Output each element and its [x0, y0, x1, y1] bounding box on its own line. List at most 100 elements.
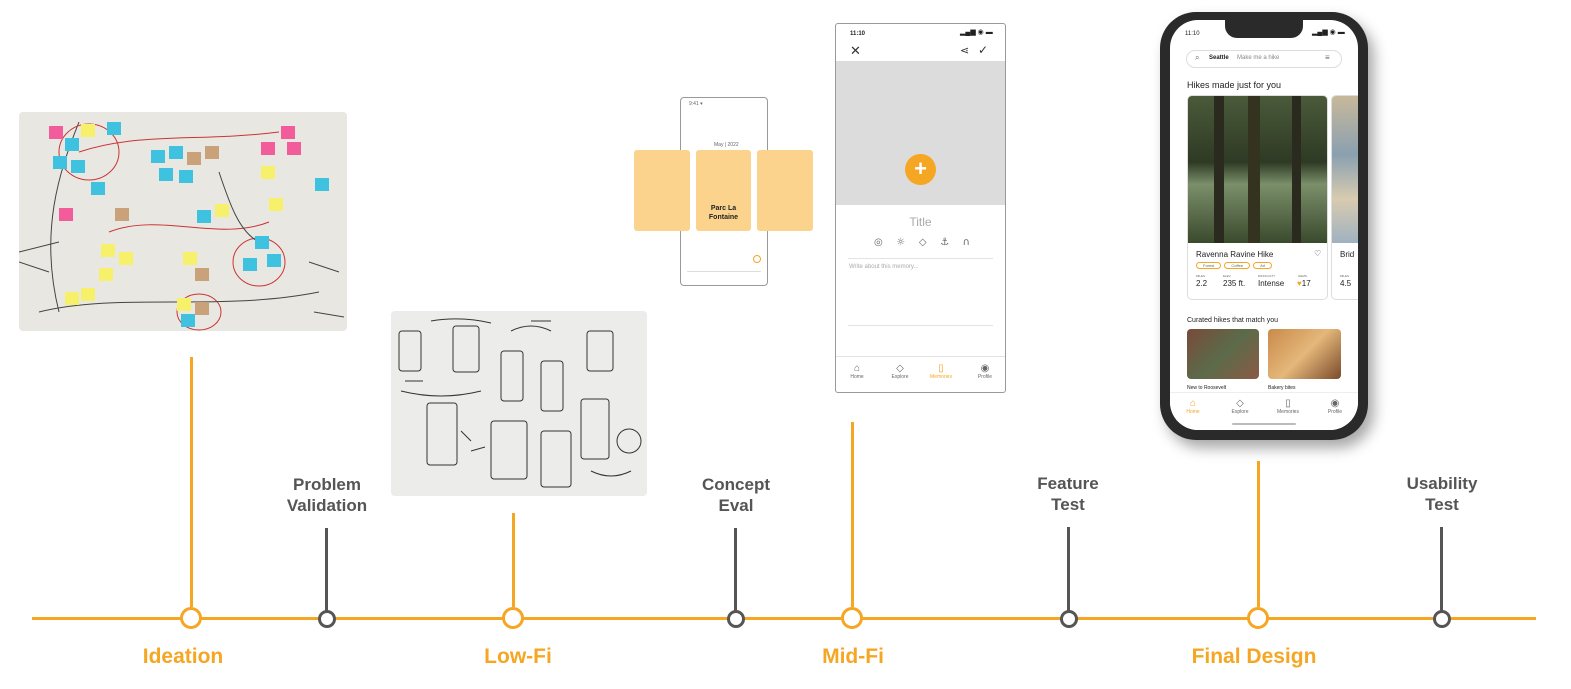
- nav-home[interactable]: ⌂Home: [1182, 398, 1204, 415]
- ideation-node: [180, 607, 202, 629]
- nav-home[interactable]: ⌂Home: [846, 363, 868, 380]
- milestone-line-2: Eval: [718, 496, 754, 515]
- nav-profile[interactable]: ◉Profile: [974, 363, 996, 380]
- usability-test-node: [1433, 610, 1451, 628]
- sticky-note: [53, 156, 67, 169]
- curated-title: Bakery bites: [1268, 385, 1296, 391]
- milestone-label-feature-test: Feature Test: [1008, 473, 1128, 515]
- check-icon[interactable]: ✓: [978, 43, 989, 57]
- feature-test-connector: [1067, 527, 1070, 611]
- curated-card-1[interactable]: [1187, 329, 1259, 379]
- curated-card-2[interactable]: [1268, 329, 1341, 379]
- problem-validation-node: [318, 610, 336, 628]
- sticky-note: [315, 178, 329, 191]
- sticky-note: [59, 208, 73, 221]
- nav-explore[interactable]: ◇Explore: [888, 363, 912, 380]
- nav-label: Home: [1186, 409, 1200, 415]
- milestone-line-1: Problem: [292, 475, 362, 494]
- sticky-note: [179, 170, 193, 183]
- lowfi-connector: [512, 513, 515, 607]
- memory-card-center[interactable]: Parc La Fontaine: [696, 150, 751, 231]
- photo-placeholder[interactable]: +: [836, 61, 1005, 205]
- heart-icon[interactable]: ♡: [1314, 249, 1322, 258]
- milestone-label-concept-eval: Concept Eval: [676, 474, 796, 516]
- signal-icons: ▂▄▆ ◉ ▬: [960, 29, 993, 36]
- usability-test-connector: [1440, 527, 1443, 611]
- nav-explore[interactable]: ◇Explore: [1228, 398, 1252, 415]
- tree-trunk: [1214, 96, 1224, 243]
- nav-label: Profile: [977, 374, 993, 380]
- stat-value: 4.5: [1340, 279, 1352, 288]
- hike-card-next[interactable]: Brid MILES 4.5: [1331, 95, 1358, 300]
- nav-memories[interactable]: ▯Memories: [928, 363, 954, 380]
- camera-icon[interactable]: ◎: [874, 237, 883, 248]
- hike-photo: [1332, 96, 1358, 243]
- sticky-note: [195, 268, 209, 281]
- curated-title: New to Roosevelt: [1187, 385, 1227, 391]
- search-bar[interactable]: ⌕ Seattle Make me a hike ≡: [1186, 50, 1342, 68]
- sticky-note: [215, 204, 229, 217]
- title-field[interactable]: Title: [909, 215, 932, 229]
- stat-label: ELEV.: [1223, 274, 1232, 278]
- feature-test-node: [1060, 610, 1078, 628]
- gem-icon[interactable]: ◇: [918, 237, 927, 248]
- milestone-line-2: Test: [1425, 495, 1459, 514]
- share-icon[interactable]: ⋖: [960, 45, 970, 57]
- hike-card[interactable]: Ravenna Ravine Hike ♡ Forest Coffee Art …: [1187, 95, 1328, 300]
- memory-card-right: [757, 150, 813, 231]
- tag: Forest: [1196, 262, 1222, 269]
- sticky-note: [71, 160, 85, 173]
- memory-card-left: [634, 150, 690, 231]
- divider: [848, 258, 993, 259]
- sticky-note: [101, 244, 115, 257]
- sticky-note: [181, 314, 195, 327]
- home-indicator: [1232, 423, 1296, 425]
- close-icon[interactable]: ✕: [850, 43, 861, 58]
- bottom-nav-wire: [687, 271, 761, 280]
- sticky-note: [281, 126, 295, 139]
- sticky-note: [159, 168, 173, 181]
- sticky-note: [187, 152, 201, 165]
- midfi-connector: [851, 422, 854, 607]
- search-input[interactable]: Make me a hike: [1237, 55, 1280, 61]
- status-time: 11:10: [1185, 31, 1200, 37]
- stat-label: MILES: [1196, 274, 1206, 278]
- sticky-note: [119, 252, 133, 265]
- filter-icon[interactable]: ≡: [1325, 53, 1330, 62]
- sun-icon[interactable]: ☼: [896, 237, 906, 248]
- memory-attribute-icons: ◎ ☼ ◇ ⚓ ∩: [874, 237, 970, 248]
- midfi-memory-screen: 11:10 ▂▄▆ ◉ ▬ ✕ ⋖ ✓ + Title ◎ ☼ ◇ ⚓ ∩ Wr…: [835, 23, 1006, 393]
- search-city: Seattle: [1209, 55, 1229, 61]
- sticky-note: [151, 150, 165, 163]
- sticky-note: [183, 252, 197, 265]
- sticky-note: [81, 288, 95, 301]
- milestone-label-usability-test: Usability Test: [1382, 473, 1502, 515]
- lowfi-whiteboard-sketch-photo: [391, 311, 647, 496]
- milestone-line-2: Test: [1051, 495, 1085, 514]
- phase-label-final-design: Final Design: [1191, 645, 1317, 668]
- tree-trunk: [1248, 96, 1260, 243]
- sticky-note: [261, 142, 275, 155]
- headphones-icon[interactable]: ∩: [962, 237, 970, 248]
- memory-body-field[interactable]: Write about this memory...: [849, 264, 919, 270]
- status-bar: 9:41 ▾: [689, 101, 703, 107]
- signal-icons: ▂▄▆ ◉ ▬: [1312, 29, 1345, 36]
- add-photo-button[interactable]: +: [905, 154, 936, 185]
- sticky-note: [169, 146, 183, 159]
- gem-icon: ◇: [896, 363, 904, 374]
- phone-notch: [1225, 20, 1303, 38]
- date-label: May | 2022: [714, 142, 739, 148]
- nav-memories[interactable]: ▯Memories: [1275, 398, 1301, 415]
- divider: [848, 325, 993, 326]
- sticky-note: [269, 198, 283, 211]
- card-title: Parc La Fontaine: [696, 204, 751, 222]
- nav-profile[interactable]: ◉Profile: [1324, 398, 1346, 415]
- sticky-note: [115, 208, 129, 221]
- stat-label: MILES: [1340, 274, 1350, 278]
- tag: Art: [1253, 262, 1273, 269]
- sticky-note: [177, 298, 191, 311]
- concept-eval-node: [727, 610, 745, 628]
- section-title-curated: Curated hikes that match you: [1187, 317, 1279, 324]
- anchor-icon[interactable]: ⚓: [940, 237, 950, 248]
- gem-icon: ◇: [1236, 398, 1244, 409]
